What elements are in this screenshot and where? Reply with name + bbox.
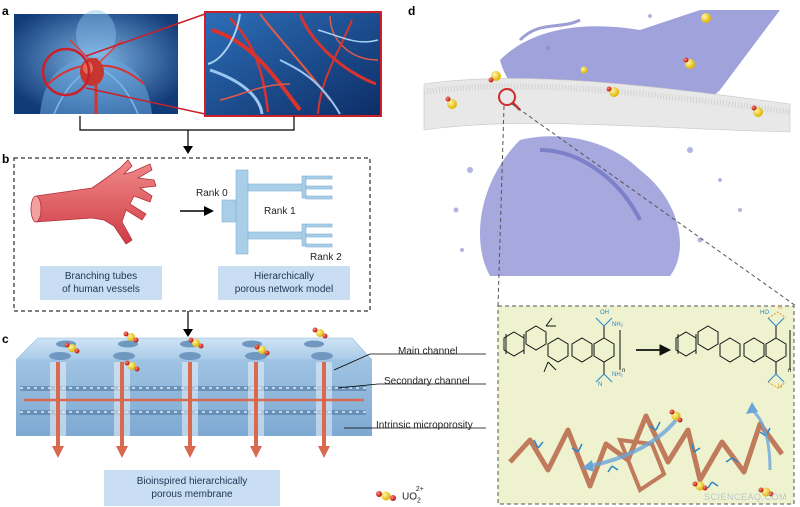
panel-label-a: a: [2, 4, 9, 18]
watermark: SCIENCEAQ.COM: [704, 492, 788, 502]
model-caption-line2: porous network model: [234, 284, 334, 295]
chemical-structures: [503, 317, 791, 374]
membrane-caption-box: Bioinspired hierarchically porous membra…: [104, 470, 280, 506]
connector-b-to-c: [183, 311, 193, 337]
chem-n-subscript-right: n: [788, 368, 792, 374]
main-channel-label: Main channel: [398, 346, 458, 357]
vessel-caption-line2: of human vessels: [62, 284, 140, 295]
rank-1-label: Rank 1: [264, 206, 296, 217]
chem-ho-label: HO: [760, 310, 769, 316]
chem-nh2-label-top: NH₂: [612, 322, 623, 328]
connector-a-to-b: [79, 116, 295, 154]
secondary-channel-label: Secondary channel: [384, 376, 470, 387]
polymer-chain: [508, 402, 785, 497]
rank-0-label: Rank 0: [196, 188, 228, 199]
panel-b-frame: [13, 157, 371, 312]
uranyl-legend-icon: [376, 491, 396, 501]
vessel-caption-line1: Branching tubes: [64, 271, 138, 282]
membrane-caption-line2: porous membrane: [151, 489, 233, 500]
panel-c-leader-lines: [333, 353, 486, 429]
rank-2-label: Rank 2: [310, 252, 342, 263]
uranyl-legend-label: UO2 2+: [402, 486, 429, 505]
vessel-caption-box: Branching tubes of human vessels: [40, 266, 162, 300]
uranyl-ions-membrane: [64, 327, 328, 372]
panel-a-anatomy-image: [14, 10, 178, 115]
model-caption-box: Hierarchically porous network model: [218, 266, 350, 300]
membrane-caption-line1: Bioinspired hierarchically: [136, 476, 248, 487]
panel-d-inset: [497, 305, 795, 505]
model-caption-line1: Hierarchically: [253, 271, 314, 282]
chem-u-label-top: U: [778, 305, 783, 311]
chem-n-subscript-left: n: [622, 368, 626, 374]
panel-label-c: c: [2, 332, 9, 346]
chem-nh2-label-bottom: NH₂: [612, 372, 623, 378]
panel-a-vessel-closeup: [204, 11, 382, 117]
panel-d-zoom-lines: [497, 103, 797, 307]
uranyl-legend-subscript: 2: [417, 497, 421, 505]
uranyl-legend-text: UO: [402, 491, 417, 503]
uranyl-legend-superscript: 2+: [415, 486, 424, 493]
membrane-block: [15, 337, 373, 458]
chem-u-label-bottom: U: [778, 384, 783, 390]
panel-label-b: b: [2, 152, 10, 166]
arrow-vessel-to-model: [180, 206, 214, 216]
chem-blue-groups: [595, 317, 785, 383]
chem-orange-uranyl: [767, 311, 787, 389]
panel-label-d: d: [408, 4, 416, 18]
branching-vessel-drawing: [30, 159, 157, 245]
hierarchical-network-model: [221, 169, 333, 255]
panel-d-simulation: [423, 10, 791, 276]
chem-oh-label: OH: [600, 310, 609, 316]
intrinsic-microporosity-label: Intrinsic microporosity: [376, 420, 473, 431]
chem-n-label: N: [598, 382, 603, 388]
panel-a-zoom-lines: [85, 13, 206, 115]
